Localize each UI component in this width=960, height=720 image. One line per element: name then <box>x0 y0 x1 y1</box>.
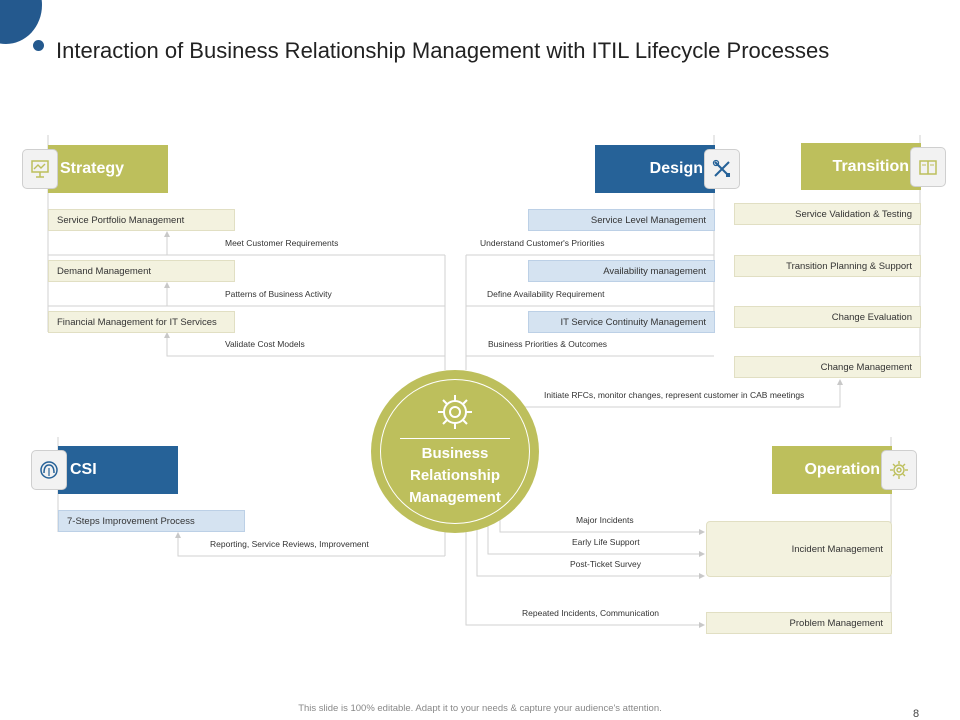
operation-title: Operation <box>804 461 880 478</box>
strategy-item-label: Demand Management <box>57 265 151 277</box>
book-icon <box>919 160 937 175</box>
design-item: Service Level Management <box>528 209 715 231</box>
transition-item: Transition Planning & Support <box>734 255 921 277</box>
strategy-link-label: Meet Customer Requirements <box>225 238 339 248</box>
design-item: IT Service Continuity Management <box>528 311 715 333</box>
center-divider <box>400 438 510 439</box>
design-icon-box <box>704 149 740 189</box>
design-link-label: Understand Customer's Priorities <box>480 238 605 248</box>
csi-item-label: 7-Steps Improvement Process <box>67 515 195 527</box>
transition-item-label: Transition Planning & Support <box>786 260 912 272</box>
transition-item-label: Change Management <box>820 361 912 373</box>
csi-icon-box <box>31 450 67 490</box>
transition-item: Service Validation & Testing <box>734 203 921 225</box>
csi-item: 7-Steps Improvement Process <box>58 510 245 532</box>
design-item-label: Service Level Management <box>590 214 706 226</box>
tools-icon <box>712 159 730 177</box>
design-item-label: IT Service Continuity Management <box>560 316 706 328</box>
operation-item-label: Problem Management <box>789 617 883 629</box>
operation-link-label: Early Life Support <box>572 537 640 547</box>
transition-item: Change Management <box>734 356 921 378</box>
design-title: Design <box>649 160 703 177</box>
page-title: Interaction of Business Relationship Man… <box>56 38 830 63</box>
design-link-label: Business Priorities & Outcomes <box>488 339 608 349</box>
operation-item-label: Incident Management <box>791 543 883 555</box>
gear-icon <box>438 395 472 429</box>
operation-item: Incident Management <box>706 521 892 577</box>
transition-header: Transition <box>801 143 921 190</box>
operation-link-label: Major Incidents <box>576 515 634 525</box>
design-item-label: Availability management <box>603 265 706 277</box>
design-item: Availability management <box>528 260 715 282</box>
operation-link-label: Post-Ticket Survey <box>570 559 642 569</box>
strategy-icon-box <box>22 149 58 189</box>
strategy-header: Strategy <box>48 145 168 193</box>
design-link-label: Define Availability Requirement <box>487 289 605 299</box>
operation-header: Operation <box>772 446 892 494</box>
csi-link-label: Reporting, Service Reviews, Improvement <box>210 539 369 549</box>
cogs-icon <box>890 461 908 479</box>
design-header: Design <box>595 145 715 193</box>
page-number: 8 <box>913 708 920 720</box>
transition-title: Transition <box>832 157 909 175</box>
center-circle: Business Relationship Management <box>371 370 539 533</box>
strategy-item-label: Service Portfolio Management <box>57 214 185 226</box>
csi-header: CSI <box>58 446 178 494</box>
operation-link-label: Repeated Incidents, Communication <box>522 608 660 618</box>
strategy-item-label: Financial Management for IT Services <box>57 316 217 328</box>
transition-icon-box <box>910 147 946 187</box>
title-bullet <box>33 40 44 51</box>
center-inner-ring: Business Relationship Management <box>380 379 530 524</box>
strategy-item: Demand Management <box>48 260 235 282</box>
transition-item-label: Service Validation & Testing <box>795 208 912 220</box>
csi-title: CSI <box>70 461 97 478</box>
strategy-item: Financial Management for IT Services <box>48 311 235 333</box>
strategy-link-label: Patterns of Business Activity <box>225 289 332 299</box>
center-label: Business Relationship Management <box>409 445 501 506</box>
strategy-link-label: Validate Cost Models <box>225 339 305 349</box>
presentation-icon <box>31 160 49 178</box>
transition-item-label: Change Evaluation <box>831 311 912 323</box>
operation-item: Problem Management <box>706 612 892 634</box>
footer-note: This slide is 100% editable. Adapt it to… <box>298 703 662 714</box>
strategy-item: Service Portfolio Management <box>48 209 235 231</box>
transition-item: Change Evaluation <box>734 306 921 328</box>
cycle-icon <box>40 461 58 479</box>
operation-icon-box <box>881 450 917 490</box>
transition-link-label: Initiate RFCs, monitor changes, represen… <box>544 390 805 400</box>
strategy-title: Strategy <box>60 160 125 177</box>
